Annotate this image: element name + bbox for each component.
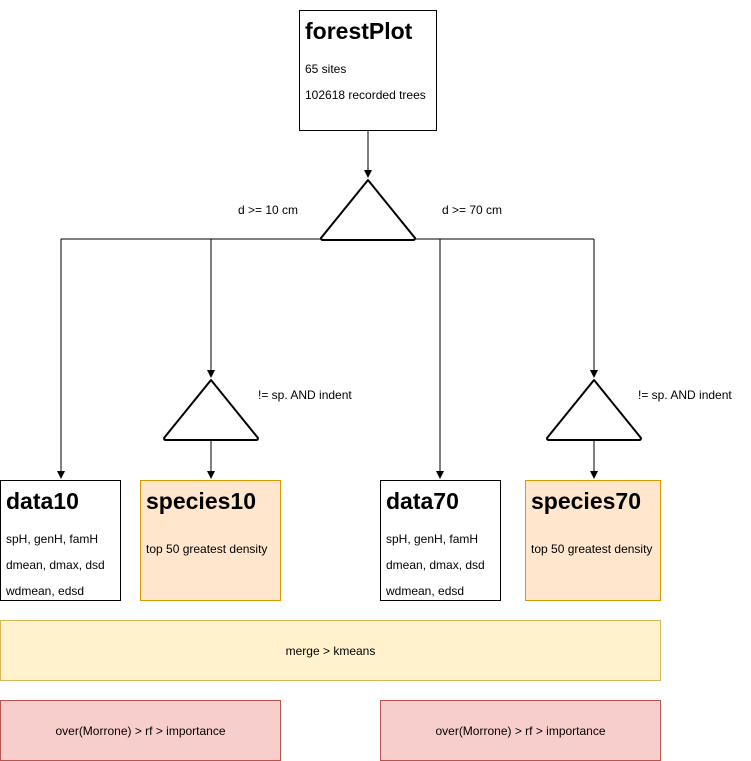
species10-line: top 50 greatest density	[146, 542, 268, 556]
species10-node[interactable]: species10 top 50 greatest density	[140, 480, 281, 601]
data10-title: data10	[6, 488, 79, 514]
rf10-node[interactable]: over(Morrone) > rf > importance	[0, 700, 281, 761]
data10-line: wdmean, edsd	[6, 584, 85, 598]
edge-label-right: d >= 70 cm	[442, 203, 503, 217]
species70-node[interactable]: species70 top 50 greatest density	[525, 480, 661, 601]
data70-line: spH, genH, famH	[386, 532, 479, 546]
filter10-triangle	[163, 379, 259, 441]
edge-label-filter10: != sp. AND indent	[258, 388, 352, 402]
data10-line: spH, genH, famH	[6, 532, 99, 546]
species70-line: top 50 greatest density	[531, 542, 653, 556]
edge-label-left: d >= 10 cm	[238, 203, 299, 217]
merge-node[interactable]: merge > kmeans	[0, 620, 661, 681]
data70-line: wdmean, edsd	[386, 584, 465, 598]
species70-title: species70	[531, 488, 641, 514]
root-node[interactable]: forestPlot 65 sites 102618 recorded tree…	[299, 10, 437, 131]
data70-title: data70	[386, 488, 459, 514]
data70-node[interactable]: data70 spH, genH, famH dmean, dmax, dsd …	[380, 480, 501, 601]
edge-label-filter70: != sp. AND indent	[638, 388, 732, 402]
rf70-label: over(Morrone) > rf > importance	[435, 723, 606, 738]
data10-line: dmean, dmax, dsd	[6, 558, 105, 572]
data70-line: dmean, dmax, dsd	[386, 558, 485, 572]
root-title: forestPlot	[305, 18, 413, 44]
root-line: 65 sites	[305, 62, 347, 76]
rf10-label: over(Morrone) > rf > importance	[55, 723, 226, 738]
species10-title: species10	[146, 488, 256, 514]
data10-node[interactable]: data10 spH, genH, famH dmean, dmax, dsd …	[0, 480, 121, 601]
rf70-node[interactable]: over(Morrone) > rf > importance	[380, 700, 661, 761]
filter70-triangle	[546, 379, 642, 441]
root-line: 102618 recorded trees	[305, 88, 426, 102]
merge-label: merge > kmeans	[285, 643, 376, 658]
split-triangle	[320, 179, 416, 241]
